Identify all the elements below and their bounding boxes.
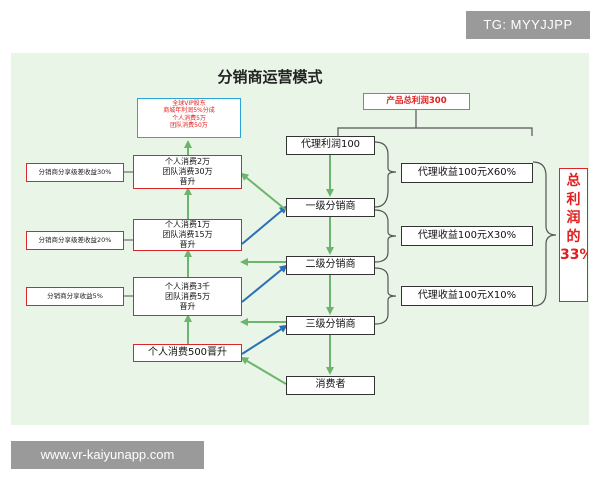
consumer-node: 消费者 (286, 376, 375, 395)
blue-arrow-3 (241, 324, 288, 355)
level-3-distributor-node: 三级分销商 (286, 316, 375, 335)
total-brace (532, 161, 557, 307)
brace-3 (374, 267, 397, 325)
entry-box: 个人消费500晋升 (133, 344, 242, 362)
level-line: 个人消费1万 (164, 220, 211, 229)
profit-brace (337, 110, 533, 136)
level-line: 团队消费30万 (162, 167, 213, 176)
vip-box: 全球VIP股东 商城年利润5%分成 个人消费5万 团队消费50万 (137, 98, 241, 138)
blue-arrow-2 (241, 264, 288, 303)
level-line: 个人消费3千 (164, 281, 211, 291)
income-box-2: 代理收益100元X30% (401, 226, 533, 246)
share-box-2: 分销商分享级差收益20% (26, 231, 124, 250)
share-box-1: 分销商分享级差收益30% (26, 163, 124, 182)
vip-line: 团队消费50万 (170, 121, 208, 129)
brace-2 (374, 209, 397, 263)
total-profit-label: 产品总利润300 (363, 93, 470, 110)
level-line: 个人消费2万 (164, 157, 211, 166)
level-line: 团队消费5万 (164, 291, 211, 301)
vip-line: 个人消费5万 (172, 114, 206, 122)
watermark-bottom: www.vr-kaiyunapp.com (11, 441, 204, 469)
level-line: 晋升 (179, 301, 196, 311)
watermark-top: TG: MYYJJPP (466, 11, 590, 39)
level-box-1: 个人消费2万 团队消费30万 晋升 (133, 155, 242, 189)
level-line: 团队消费15万 (162, 230, 213, 239)
diagram-title: 分销商运营模式 (217, 68, 323, 86)
total-profit-share-box: 总利润的33% (559, 168, 588, 302)
share-box-3: 分销商分享收益5% (26, 287, 124, 306)
blue-arrow-1 (241, 205, 288, 245)
vip-line: 全球VIP股东 (172, 100, 206, 107)
level-1-distributor-node: 一级分销商 (286, 198, 375, 217)
agent-profit-node: 代理利润100 (286, 136, 375, 155)
level-box-3: 个人消费3千 团队消费5万 晋升 (133, 277, 242, 316)
vip-line: 商城年利润5%分成 (163, 107, 215, 115)
income-box-3: 代理收益100元X10% (401, 286, 533, 306)
return-arrow-1 (240, 172, 287, 211)
level-line: 晋升 (179, 177, 196, 186)
level-2-distributor-node: 二级分销商 (286, 256, 375, 275)
brace-1 (374, 141, 397, 208)
return-arrow-consumer (240, 356, 287, 385)
level-line: 晋升 (179, 240, 196, 249)
income-box-1: 代理收益100元X60% (401, 163, 533, 183)
level-box-2: 个人消费1万 团队消费15万 晋升 (133, 219, 242, 251)
